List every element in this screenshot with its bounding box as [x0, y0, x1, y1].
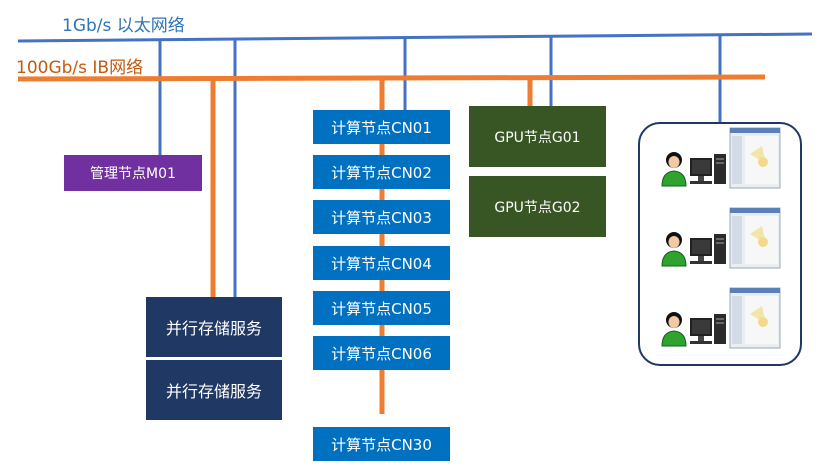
- user-workstation-icon: [661, 287, 781, 349]
- ib-network-label: 100Gb/s IB网络: [16, 58, 144, 78]
- compute-node: 计算节点CN30: [313, 427, 450, 461]
- compute-node: 计算节点CN01: [313, 110, 450, 144]
- compute-node: 计算节点CN06: [313, 336, 450, 370]
- ethernet-backbone: [17, 32, 813, 43]
- compute-node: 计算节点CN03: [313, 200, 450, 234]
- user-workstation-icon: [661, 127, 781, 189]
- management-node: 管理节点M01: [64, 155, 202, 191]
- ib-backbone: [17, 74, 766, 82]
- ethernet-network-label: 1Gb/s 以太网络: [62, 16, 185, 36]
- gpu-node: GPU节点G02: [469, 176, 606, 237]
- compute-node: 计算节点CN02: [313, 155, 450, 189]
- storage-node: 并行存储服务: [146, 360, 282, 420]
- workstations: [661, 127, 781, 349]
- gpu-node: GPU节点G01: [469, 106, 606, 167]
- storage-node: 并行存储服务: [146, 297, 282, 357]
- user-workstation-icon: [661, 207, 781, 269]
- workstation-group: [638, 122, 802, 366]
- compute-node: 计算节点CN05: [313, 291, 450, 325]
- compute-node: 计算节点CN04: [313, 246, 450, 280]
